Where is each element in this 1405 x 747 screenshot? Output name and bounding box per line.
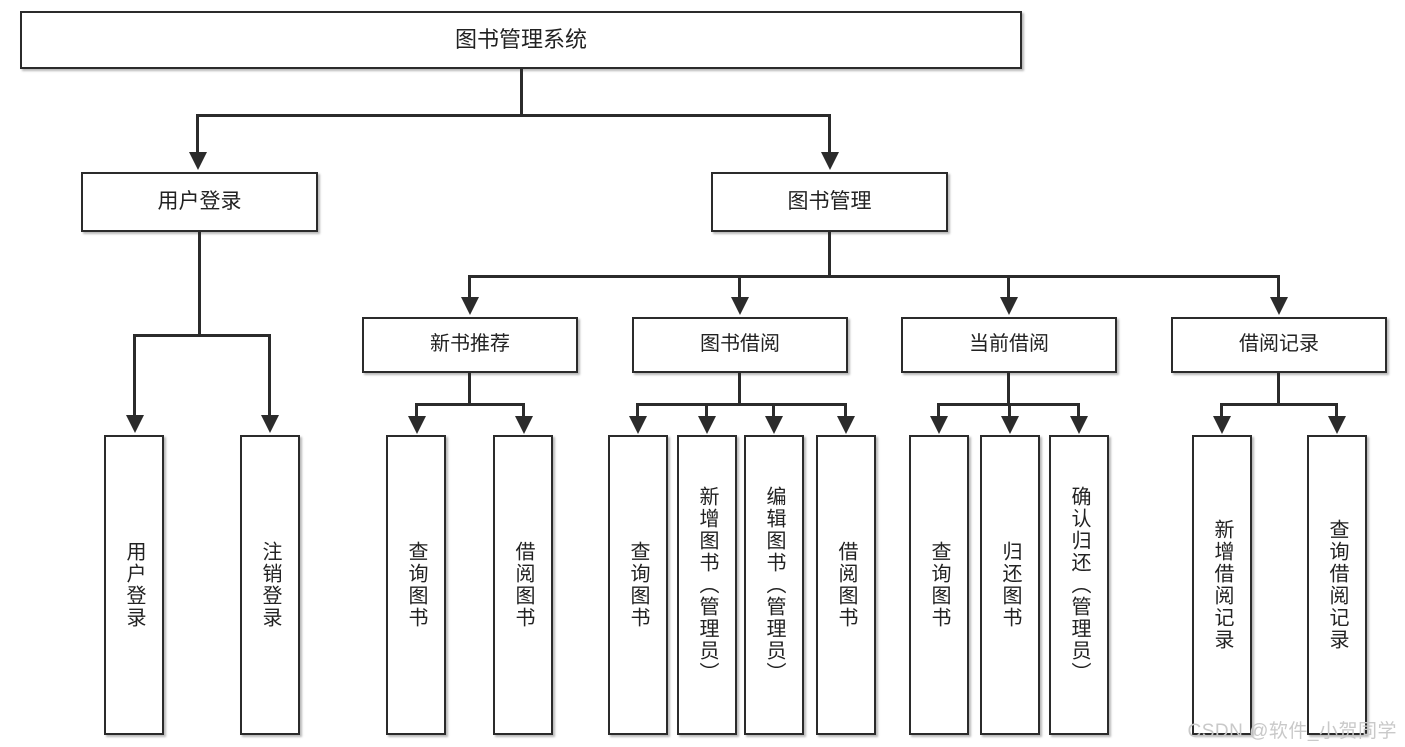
connector-book-borrow-leg-4 [844, 403, 847, 418]
leaf-current-borrow-return-book[interactable]: 归还图书 [980, 435, 1040, 735]
connector-to-borrow-record [1277, 275, 1280, 299]
connector-root-bus [196, 114, 831, 117]
connector-new-book-leg-1 [415, 403, 418, 418]
connector-book-borrow-leg-2 [705, 403, 708, 418]
node-label: 图书借阅 [700, 333, 780, 356]
connector-current-borrow-leg-1 [937, 403, 940, 418]
node-label: 当前借阅 [969, 333, 1049, 356]
leaf-book-borrow-borrow-book[interactable]: 借阅图书 [816, 435, 876, 735]
leaf-label: 查询借阅记录 [1326, 519, 1348, 651]
leaf-user-login-logout[interactable]: 注销登录 [240, 435, 300, 735]
connector-root-stem [520, 69, 523, 116]
connector-to-current-borrow [1007, 275, 1010, 299]
arrow-current-borrow-leaf-3 [1070, 416, 1088, 434]
arrow-current-borrow-leaf-2 [1001, 416, 1019, 434]
connector-book-borrow-stem [738, 373, 741, 405]
leaf-label: 查询图书 [627, 541, 649, 629]
connector-user-login-stem [198, 232, 201, 336]
leaf-label: 新增图书（管理员） [696, 486, 718, 684]
arrow-to-new-book [461, 297, 479, 315]
node-label: 用户登录 [157, 189, 242, 213]
node-book-management[interactable]: 图书管理 [711, 172, 948, 232]
arrow-borrow-record-leaf-2 [1328, 416, 1346, 434]
connector-borrow-record-bus [1220, 403, 1338, 406]
leaf-current-borrow-query-book[interactable]: 查询图书 [909, 435, 969, 735]
connector-user-login-bus [133, 334, 270, 337]
connector-book-borrow-bus [636, 403, 847, 406]
leaf-label: 注销登录 [259, 541, 281, 629]
leaf-borrow-record-query-record[interactable]: 查询借阅记录 [1307, 435, 1367, 735]
connector-user-login-leg-2 [268, 334, 271, 417]
leaf-new-book-query-book[interactable]: 查询图书 [386, 435, 446, 735]
connector-new-book-leg-2 [522, 403, 525, 418]
node-root-system[interactable]: 图书管理系统 [20, 11, 1022, 69]
leaf-label: 查询图书 [405, 541, 427, 629]
leaf-label: 查询图书 [928, 541, 950, 629]
connector-new-book-bus [415, 403, 525, 406]
connector-current-borrow-stem [1007, 373, 1010, 405]
connector-borrow-record-leg-1 [1220, 403, 1223, 418]
arrow-borrow-record-leaf-1 [1213, 416, 1231, 434]
leaf-book-borrow-add-book-admin[interactable]: 新增图书（管理员） [677, 435, 737, 735]
node-label: 图书管理 [787, 189, 872, 213]
connector-borrow-record-stem [1277, 373, 1280, 405]
arrow-book-borrow-leaf-2 [698, 416, 716, 434]
connector-book-manage-stem [828, 232, 831, 277]
node-borrow-record[interactable]: 借阅记录 [1171, 317, 1387, 373]
arrow-new-book-leaf-1 [408, 416, 426, 434]
leaf-label: 用户登录 [123, 541, 145, 629]
node-label: 图书管理系统 [454, 27, 587, 53]
connector-book-borrow-leg-3 [772, 403, 775, 418]
connector-user-login-leg-1 [133, 334, 136, 417]
arrow-root-to-book-manage [821, 152, 839, 170]
leaf-book-borrow-edit-book-admin[interactable]: 编辑图书（管理员） [744, 435, 804, 735]
connector-current-borrow-leg-3 [1077, 403, 1080, 418]
node-new-book-recommend[interactable]: 新书推荐 [362, 317, 578, 373]
connector-level3-bus [468, 275, 1280, 278]
connector-borrow-record-leg-2 [1335, 403, 1338, 418]
connector-to-new-book [468, 275, 471, 299]
node-book-borrow[interactable]: 图书借阅 [632, 317, 848, 373]
node-label: 借阅记录 [1239, 333, 1319, 356]
leaf-user-login-login[interactable]: 用户登录 [104, 435, 164, 735]
connector-book-borrow-leg-1 [636, 403, 639, 418]
leaf-label: 借阅图书 [835, 541, 857, 629]
arrow-user-login-leaf-1 [126, 415, 144, 433]
arrow-book-borrow-leaf-4 [837, 416, 855, 434]
connector-current-borrow-leg-2 [1008, 403, 1011, 418]
leaf-label: 归还图书 [999, 541, 1021, 629]
arrow-book-borrow-leaf-1 [629, 416, 647, 434]
arrow-to-book-borrow [731, 297, 749, 315]
leaf-new-book-borrow-book[interactable]: 借阅图书 [493, 435, 553, 735]
arrow-book-borrow-leaf-3 [765, 416, 783, 434]
arrow-current-borrow-leaf-1 [930, 416, 948, 434]
node-label: 新书推荐 [430, 333, 510, 356]
connector-new-book-stem [468, 373, 471, 405]
connector-root-to-user-login [196, 114, 199, 154]
arrow-new-book-leaf-2 [515, 416, 533, 434]
connector-root-to-book-manage [828, 114, 831, 154]
arrow-root-to-user-login [189, 152, 207, 170]
leaf-label: 确认归还（管理员） [1068, 486, 1090, 684]
connector-to-book-borrow [738, 275, 741, 299]
leaf-label: 编辑图书（管理员） [763, 486, 785, 684]
leaf-current-borrow-confirm-return-admin[interactable]: 确认归还（管理员） [1049, 435, 1109, 735]
node-user-login[interactable]: 用户登录 [81, 172, 318, 232]
arrow-to-borrow-record [1270, 297, 1288, 315]
leaf-book-borrow-query-book[interactable]: 查询图书 [608, 435, 668, 735]
arrow-user-login-leaf-2 [261, 415, 279, 433]
leaf-borrow-record-add-record[interactable]: 新增借阅记录 [1192, 435, 1252, 735]
leaf-label: 新增借阅记录 [1211, 519, 1233, 651]
node-current-borrow[interactable]: 当前借阅 [901, 317, 1117, 373]
leaf-label: 借阅图书 [512, 541, 534, 629]
arrow-to-current-borrow [1000, 297, 1018, 315]
